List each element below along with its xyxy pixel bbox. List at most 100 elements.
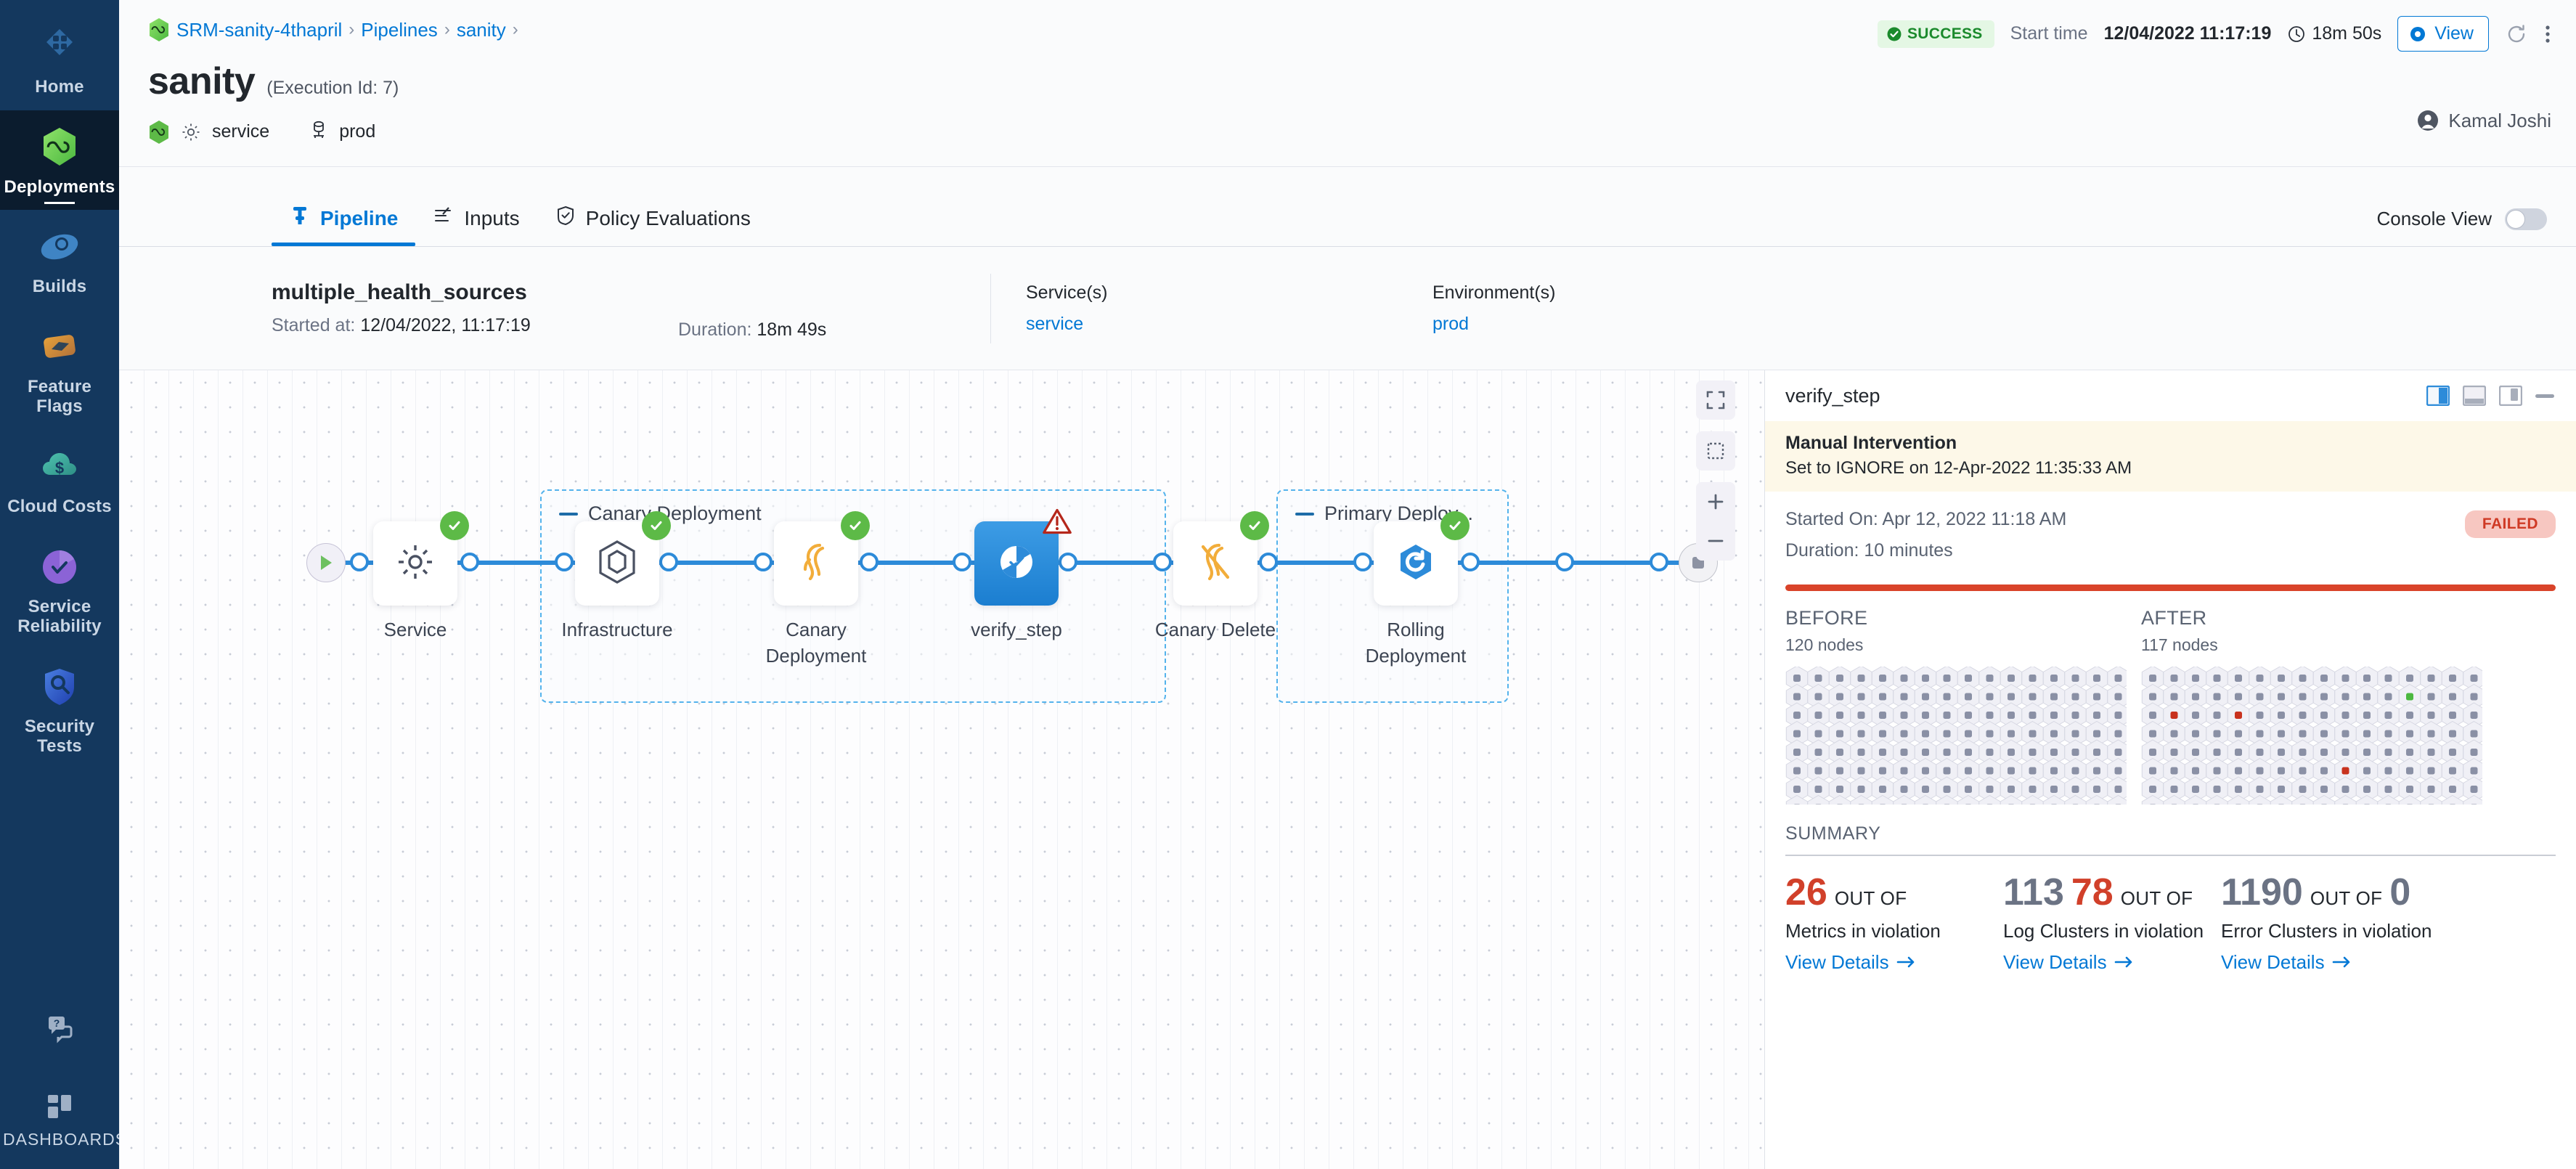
sidebar-item-security-tests[interactable]: Security Tests xyxy=(0,650,119,770)
pipeline-step-infrastructure[interactable]: Infrastructure xyxy=(561,511,673,640)
policy-shield-icon xyxy=(555,205,576,232)
sidebar-item-deployments[interactable]: Deployments xyxy=(0,110,119,211)
duration-chip: 18m 50s xyxy=(2287,23,2381,44)
pipeline-step-canary-deployment[interactable]: Canary Deployment xyxy=(766,511,870,667)
sidebar-item-home[interactable]: Home xyxy=(0,10,119,110)
breadcrumb-item-pipelines[interactable]: Pipelines xyxy=(361,18,438,41)
services-value[interactable]: service xyxy=(1026,313,1084,334)
status-badge: SUCCESS xyxy=(1877,20,1994,48)
canary-bird-icon xyxy=(795,539,837,588)
infrastructure-hexagon-icon xyxy=(595,539,639,589)
sidebar-item-cloud-costs[interactable]: $ Cloud Costs xyxy=(0,430,119,530)
fit-screen-icon[interactable] xyxy=(1696,380,1735,420)
connector-dot xyxy=(1059,553,1077,571)
connector-dot xyxy=(1353,553,1372,571)
minimize-icon[interactable] xyxy=(2535,394,2554,398)
view-button[interactable]: View xyxy=(2397,16,2489,52)
sidebar-item-service-reliability[interactable]: Service Reliability xyxy=(0,530,119,650)
gear-icon xyxy=(180,121,202,143)
select-area-icon[interactable] xyxy=(1696,431,1735,471)
after-column: AFTER 117 nodes xyxy=(2141,607,2497,821)
pipeline-step-canary-delete[interactable]: Canary Delete xyxy=(1155,511,1276,640)
step-card[interactable] xyxy=(373,511,469,606)
step-card[interactable] xyxy=(974,508,1072,606)
sidebar-item-dashboards[interactable]: DASHBOARDS xyxy=(0,1076,126,1169)
view-details-link-log-clusters[interactable]: View Details xyxy=(2003,951,2211,974)
tab-policy-evaluations[interactable]: Policy Evaluations xyxy=(537,205,768,246)
sidebar-item-label: DASHBOARDS xyxy=(3,1129,128,1149)
pipeline-step-rolling-deployment[interactable]: Rolling Deployment xyxy=(1366,511,1470,667)
pipeline-start-node[interactable] xyxy=(306,543,346,582)
meta-row: service prod xyxy=(148,119,2551,144)
pipeline-flow: Canary Deployment Primary Deploy... xyxy=(119,489,1764,703)
refresh-icon[interactable] xyxy=(2505,23,2528,46)
breadcrumb-item-project[interactable]: SRM-sanity-4thapril xyxy=(176,18,343,41)
connector-dot xyxy=(1153,553,1172,571)
console-view-toggle[interactable] xyxy=(2505,208,2547,230)
service-name: service xyxy=(212,121,270,142)
sidebar-item-label: Cloud Costs xyxy=(7,496,112,516)
toggle-knob xyxy=(2506,209,2525,229)
more-options-icon[interactable] xyxy=(2544,23,2551,46)
sidebar-item-help[interactable]: ? xyxy=(0,996,119,1076)
tab-inputs[interactable]: Inputs xyxy=(415,205,537,246)
connector-dot xyxy=(460,553,479,571)
user-info[interactable]: Kamal Joshi xyxy=(2416,109,2551,132)
bottom-view-icon[interactable] xyxy=(2462,385,2487,407)
collapse-icon[interactable] xyxy=(559,512,578,516)
execution-id: (Execution Id: 7) xyxy=(266,78,399,98)
status-success-icon xyxy=(440,511,469,540)
before-label: BEFORE xyxy=(1785,607,1868,629)
pipeline-icon xyxy=(289,205,311,232)
zoom-out-icon[interactable] xyxy=(1696,521,1735,561)
breadcrumb-item-pipeline[interactable]: sanity xyxy=(456,18,506,41)
step-card[interactable] xyxy=(774,511,870,606)
summary-outof: OUT OF xyxy=(1834,887,1907,909)
tab-pipeline[interactable]: Pipeline xyxy=(272,205,416,246)
environments-value[interactable]: prod xyxy=(1432,313,1470,334)
after-node-hexgrid[interactable] xyxy=(2141,665,2485,821)
step-label: Infrastructure xyxy=(561,619,673,640)
split-view-icon[interactable] xyxy=(2426,385,2450,407)
panel-info: Started On: Apr 12, 2022 11:18 AM Durati… xyxy=(1765,492,2576,571)
arrow-right-icon xyxy=(2332,951,2351,974)
execution-started-at: Started at: 12/04/2022, 11:17:19 xyxy=(272,315,531,335)
pipeline-canvas[interactable]: Canary Deployment Primary Deploy... xyxy=(119,370,1764,1169)
zoom-stack xyxy=(1696,482,1735,561)
collapse-icon[interactable] xyxy=(1295,512,1314,516)
start-time-label: Start time xyxy=(2010,23,2088,44)
summary-card-metrics: 26 OUT OF Metrics in violation View Deta… xyxy=(1785,873,2003,974)
connector-dot xyxy=(350,553,369,571)
content-body: Canary Deployment Primary Deploy... xyxy=(119,370,2576,1169)
zoom-in-icon[interactable] xyxy=(1696,482,1735,521)
arrow-right-icon xyxy=(1896,951,1915,974)
execution-name: multiple_health_sources xyxy=(272,280,527,304)
pipeline-step-service[interactable]: Service xyxy=(373,511,469,640)
panel-started-on: Started On: Apr 12, 2022 11:18 AM xyxy=(1785,509,2067,529)
view-details-label: View Details xyxy=(1785,951,1889,974)
view-details-link-error-clusters[interactable]: View Details xyxy=(2221,951,2450,974)
sidebar-item-label: Feature Flags xyxy=(27,376,92,417)
step-card[interactable] xyxy=(1374,511,1470,606)
view-details-link-metrics[interactable]: View Details xyxy=(1785,951,1993,974)
step-card[interactable] xyxy=(575,511,671,606)
sidebar-item-label: Deployments xyxy=(4,176,115,197)
summary-value: 78 xyxy=(2071,871,2114,913)
pipeline-step-verify-step[interactable]: verify_step xyxy=(971,508,1072,640)
breadcrumb-separator: › xyxy=(444,20,450,39)
user-name: Kamal Joshi xyxy=(2448,109,2551,131)
sidebar-item-builds[interactable]: Builds xyxy=(0,210,119,310)
right-view-icon[interactable] xyxy=(2498,385,2523,407)
step-card[interactable] xyxy=(1173,511,1269,606)
summary-total: 0 xyxy=(2389,871,2411,913)
breadcrumb-separator: › xyxy=(349,20,355,39)
before-node-hexgrid[interactable] xyxy=(1785,665,2129,821)
group-title: Canary Deployment xyxy=(559,502,762,525)
console-view-label: Console View xyxy=(2376,208,2492,229)
sidebar-item-feature-flags[interactable]: Feature Flags xyxy=(0,310,119,430)
before-after-section: BEFORE 120 nodes AFTER 117 nodes xyxy=(1765,591,2576,821)
arrow-right-icon xyxy=(2114,951,2133,974)
home-diamond-icon xyxy=(3,25,116,70)
eye-icon xyxy=(2410,26,2426,41)
